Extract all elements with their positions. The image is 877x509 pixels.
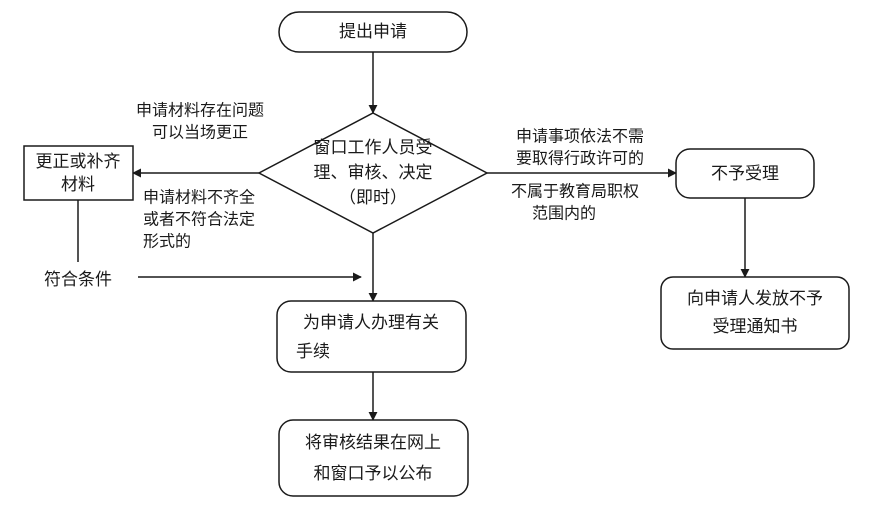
edges xyxy=(77,52,750,421)
label-incomplete: 申请材料不齐全 或者不符合法定 形式的 xyxy=(143,188,255,251)
label-incomplete-line-2: 或者不符合法定 xyxy=(143,210,255,229)
label-no-license: 申请事项依法不需 要取得行政许可的 xyxy=(516,127,644,168)
node-process-line-2: 手续 xyxy=(296,342,330,362)
node-process: 为申请人办理有关 手续 xyxy=(276,300,467,373)
label-out-of-scope-line-2: 范围内的 xyxy=(532,204,596,223)
node-submit: 提出申请 xyxy=(278,11,468,53)
node-publish: 将审核结果在网上 和窗口予以公布 xyxy=(278,419,469,497)
node-correct: 更正或补齐 材料 xyxy=(23,145,134,201)
label-incomplete-line-1: 申请材料不齐全 xyxy=(143,188,255,207)
node-correct-line-1: 更正或补齐 xyxy=(36,152,121,172)
node-review-line-3: （即时） xyxy=(339,188,407,208)
node-publish-line-1: 将审核结果在网上 xyxy=(305,433,441,453)
node-review-line-2: 理、审核、决定 xyxy=(314,163,433,183)
label-onsite-fix: 申请材料存在问题 可以当场更正 xyxy=(136,101,264,142)
label-onsite-fix-line-2: 可以当场更正 xyxy=(152,123,248,142)
node-submit-label: 提出申请 xyxy=(339,22,407,42)
label-onsite-fix-line-1: 申请材料存在问题 xyxy=(136,101,264,120)
node-notice: 向申请人发放不予 受理通知书 xyxy=(660,276,850,350)
node-correct-line-2: 材料 xyxy=(61,175,95,195)
label-meets-condition: 符合条件 xyxy=(44,270,112,290)
node-publish-line-2: 和窗口予以公布 xyxy=(314,464,433,484)
node-reject: 不予受理 xyxy=(675,148,815,199)
label-no-license-line-1: 申请事项依法不需 xyxy=(516,127,644,146)
node-process-line-1: 为申请人办理有关 xyxy=(303,313,439,333)
node-notice-line-1: 向申请人发放不予 xyxy=(687,289,823,309)
label-incomplete-line-3: 形式的 xyxy=(143,232,191,251)
node-review-line-1: 窗口工作人员受 xyxy=(314,138,433,158)
label-out-of-scope-line-1: 不属于教育局职权 xyxy=(511,182,639,201)
label-no-license-line-2: 要取得行政许可的 xyxy=(516,149,644,168)
node-review: 窗口工作人员受 理、审核、决定 （即时） xyxy=(257,112,489,234)
node-reject-label: 不予受理 xyxy=(711,164,779,184)
label-out-of-scope: 不属于教育局职权 范围内的 xyxy=(511,182,639,223)
node-notice-line-2: 受理通知书 xyxy=(713,317,798,337)
